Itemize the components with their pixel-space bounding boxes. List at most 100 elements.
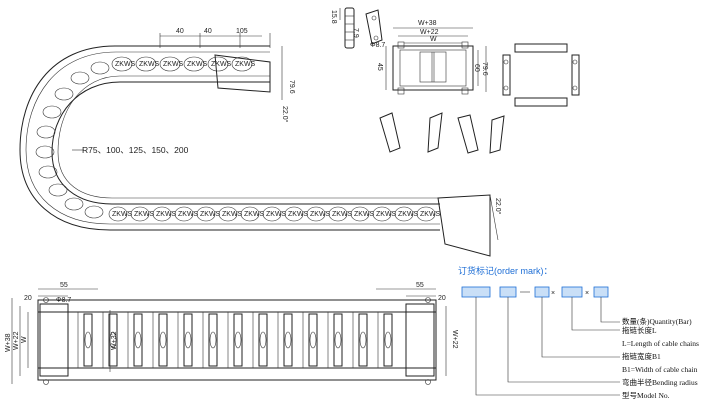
dim-w38-top: W+38	[418, 20, 437, 27]
order-line-length-en: L=Length of cable chains	[622, 339, 699, 348]
link-mark: ZKWS	[235, 61, 256, 68]
chain-link: ZKWS	[218, 206, 243, 222]
chain-link	[54, 87, 74, 101]
order-line-radius: 弯曲半径Bending radius	[622, 377, 698, 387]
chain-link: ZKWS	[174, 206, 199, 222]
dim-w22-right: W+22	[451, 330, 458, 349]
chain-crossbar	[227, 312, 243, 368]
dim-hole-top: Φ8.7	[370, 42, 385, 49]
chain-link: ZKWS	[284, 206, 309, 222]
chain-link: ZKWS	[159, 56, 184, 72]
link-mark: ZKWS	[156, 211, 177, 218]
link-mark: ZKWS	[178, 211, 199, 218]
chain-crossbar	[327, 312, 343, 368]
top-end-bracket	[214, 54, 271, 93]
chain-link	[38, 165, 58, 179]
chain-link	[35, 145, 55, 159]
chain-link	[90, 61, 110, 75]
chain-link: ZKWS	[372, 206, 397, 222]
chain-link: ZKWS	[207, 56, 232, 72]
dim-hole-bottom: Φ8.7	[56, 297, 71, 304]
dim-w22-top: W+22	[420, 29, 439, 36]
dim-w38-left: W+38	[5, 333, 12, 352]
link-mark: ZKWS	[222, 211, 243, 218]
dim-angle-top: 22.0°	[281, 106, 289, 123]
order-box-length	[561, 286, 583, 298]
dim-45: 45	[376, 63, 383, 71]
chain-link: ZKWS	[152, 206, 177, 222]
dim-w-top: W	[430, 36, 437, 43]
order-box-model	[461, 286, 491, 298]
link-mark: ZKWS	[112, 211, 133, 218]
chain-link: ZKWS	[350, 206, 375, 222]
chain-crossbar	[252, 312, 268, 368]
side-link-views	[339, 7, 383, 49]
dim-20-right: 20	[438, 295, 446, 302]
order-line-width-en: B1=Width of cable chain	[622, 365, 698, 374]
order-box-radius	[499, 286, 517, 298]
chain-crossbar	[152, 312, 168, 368]
dim-60: 60	[473, 64, 480, 72]
link-mark: ZKWS	[288, 211, 309, 218]
link-mark: ZKWS	[187, 61, 208, 68]
chain-link: ZKWS	[262, 206, 287, 222]
link-mark: ZKWS	[139, 61, 160, 68]
order-line-qty: 数量(条)Quantity(Bar)	[622, 316, 692, 326]
chain-link: ZKWS	[231, 56, 256, 72]
link-mark: ZKWS	[398, 211, 419, 218]
chain-crossbar	[377, 312, 393, 368]
chain-crossbar	[202, 312, 218, 368]
dim-79-6-top: 79.6	[288, 80, 295, 94]
bottom-end-bracket	[437, 194, 491, 257]
chain-crossbar	[127, 312, 143, 368]
chain-link: ZKWS	[135, 56, 160, 72]
order-line-model: 型号Model No.	[622, 391, 670, 400]
chain-crossbar	[177, 312, 193, 368]
radius-label: R75、100、125、150、200	[82, 145, 189, 155]
cross-section	[385, 27, 487, 95]
chain-link: ZKWS	[394, 206, 419, 222]
order-line-length-cn: 拖链长度L	[622, 325, 657, 335]
link-mark: ZKWS	[376, 211, 397, 218]
chain-link: ZKWS	[328, 206, 353, 222]
chain-crossbar	[77, 312, 93, 368]
dim-79-6-section: 79.6	[481, 62, 488, 76]
link-mark: ZKWS	[310, 211, 331, 218]
order-box-qty	[593, 286, 609, 298]
dim-7-9: 7.9	[352, 28, 359, 38]
dim-w22-left: W+22	[13, 331, 20, 350]
dim-15-8: 15.8	[330, 10, 337, 24]
link-mark: ZKWS	[115, 61, 136, 68]
order-mark: 订货标记(order mark)： × ×	[458, 265, 620, 396]
chain-link: ZKWS	[183, 56, 208, 72]
chain-link	[48, 183, 68, 197]
link-mark: ZKWS	[266, 211, 287, 218]
link-mark: ZKWS	[332, 211, 353, 218]
chain-crossbar	[302, 312, 318, 368]
chain-link: ZKWS	[416, 206, 441, 222]
link-mark: ZKWS	[134, 211, 155, 218]
chain-link	[42, 105, 62, 119]
dim-40-a: 40	[176, 28, 184, 35]
chain-crossbar	[277, 312, 293, 368]
chain-link: ZKWS	[130, 206, 155, 222]
dim-40-b: 40	[204, 28, 212, 35]
dim-20-left: 20	[24, 295, 32, 302]
order-sep-2: ×	[585, 290, 589, 297]
link-mark: ZKWS	[354, 211, 375, 218]
chain-link	[36, 125, 56, 139]
order-mark-title: 订货标记(order mark)：	[458, 265, 553, 276]
bottom-chain-links	[77, 312, 393, 368]
link-mark: ZKWS	[211, 61, 232, 68]
link-mark: ZKWS	[200, 211, 221, 218]
chain-link	[70, 71, 90, 85]
chain-link: ZKWS	[111, 56, 136, 72]
dim-55-right: 55	[416, 282, 424, 289]
order-box-width	[534, 286, 550, 298]
chain-link: ZKWS	[196, 206, 221, 222]
dim-angle-bottom: 22.0°	[494, 198, 502, 215]
dim-w-left: W	[21, 336, 28, 343]
